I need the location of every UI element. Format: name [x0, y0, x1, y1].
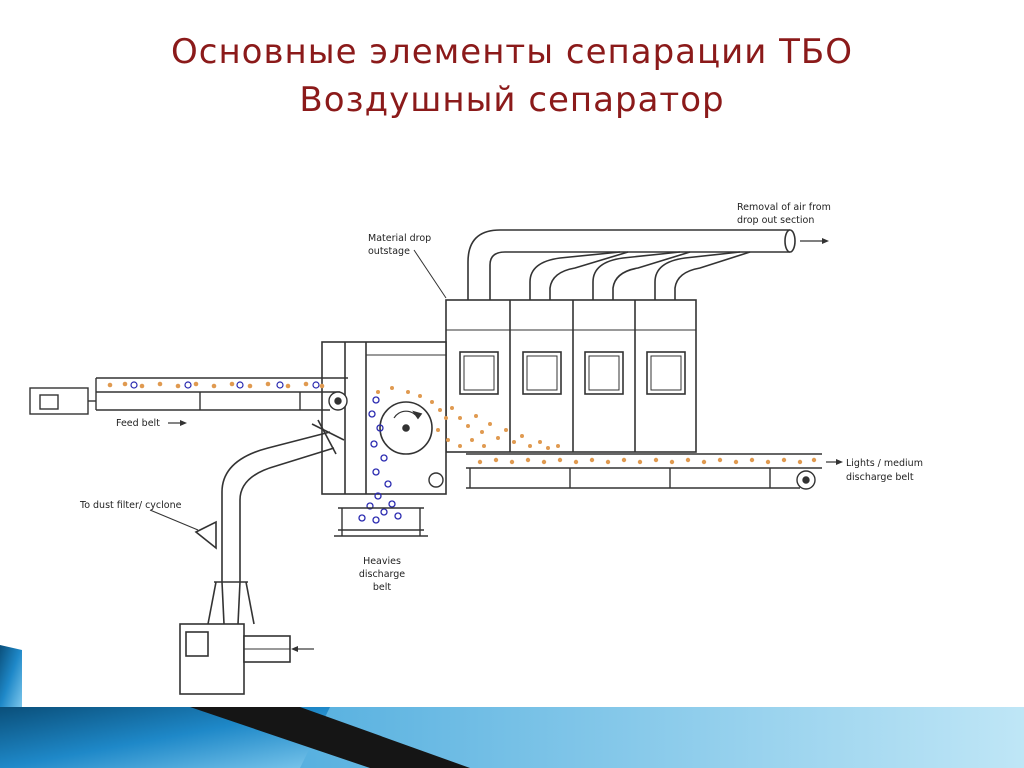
label-dust-filter: To dust filter/ cyclone — [79, 500, 182, 511]
light-particle-stream — [376, 386, 560, 450]
label-heavies-line3: belt — [373, 582, 392, 593]
feed-belt-arrow — [168, 420, 187, 426]
label-material-drop-line1: Material drop — [368, 233, 431, 244]
air-removal-duct — [467, 229, 796, 300]
label-lights-line2: discharge belt — [846, 472, 914, 483]
label-heavies-line1: Heavies — [363, 556, 401, 567]
heavy-particle-stream — [358, 396, 402, 524]
lights-outlet-arrow — [826, 459, 843, 465]
extraction-fan — [179, 623, 291, 695]
fan-inlet-arrow — [291, 646, 314, 652]
decorative-bottom-band — [0, 645, 1024, 768]
label-lights-line1: Lights / medium — [846, 458, 923, 469]
label-heavies-line2: discharge — [359, 569, 405, 580]
label-leader-lines — [149, 249, 447, 531]
feed-belt-particles — [107, 381, 325, 389]
drop-out-chamber — [445, 299, 697, 453]
label-removal-air-line2: drop out section — [737, 215, 814, 226]
lights-belt-particles — [477, 457, 817, 465]
separator-housing — [321, 341, 447, 495]
heavies-discharge-belt — [334, 507, 428, 537]
label-material-drop-line2: outstage — [368, 246, 410, 257]
label-feed-belt: Feed belt — [116, 418, 160, 429]
slide-title: Основные элементы сепарации ТБО — [171, 32, 853, 72]
slide-subtitle: Воздушный сепаратор — [299, 80, 725, 120]
dust-extraction-duct — [194, 419, 345, 625]
feed-belt — [29, 377, 348, 415]
label-removal-air-line1: Removal of air from — [737, 202, 831, 213]
lights-discharge-belt — [428, 453, 822, 490]
air-outlet-arrow — [800, 238, 829, 244]
